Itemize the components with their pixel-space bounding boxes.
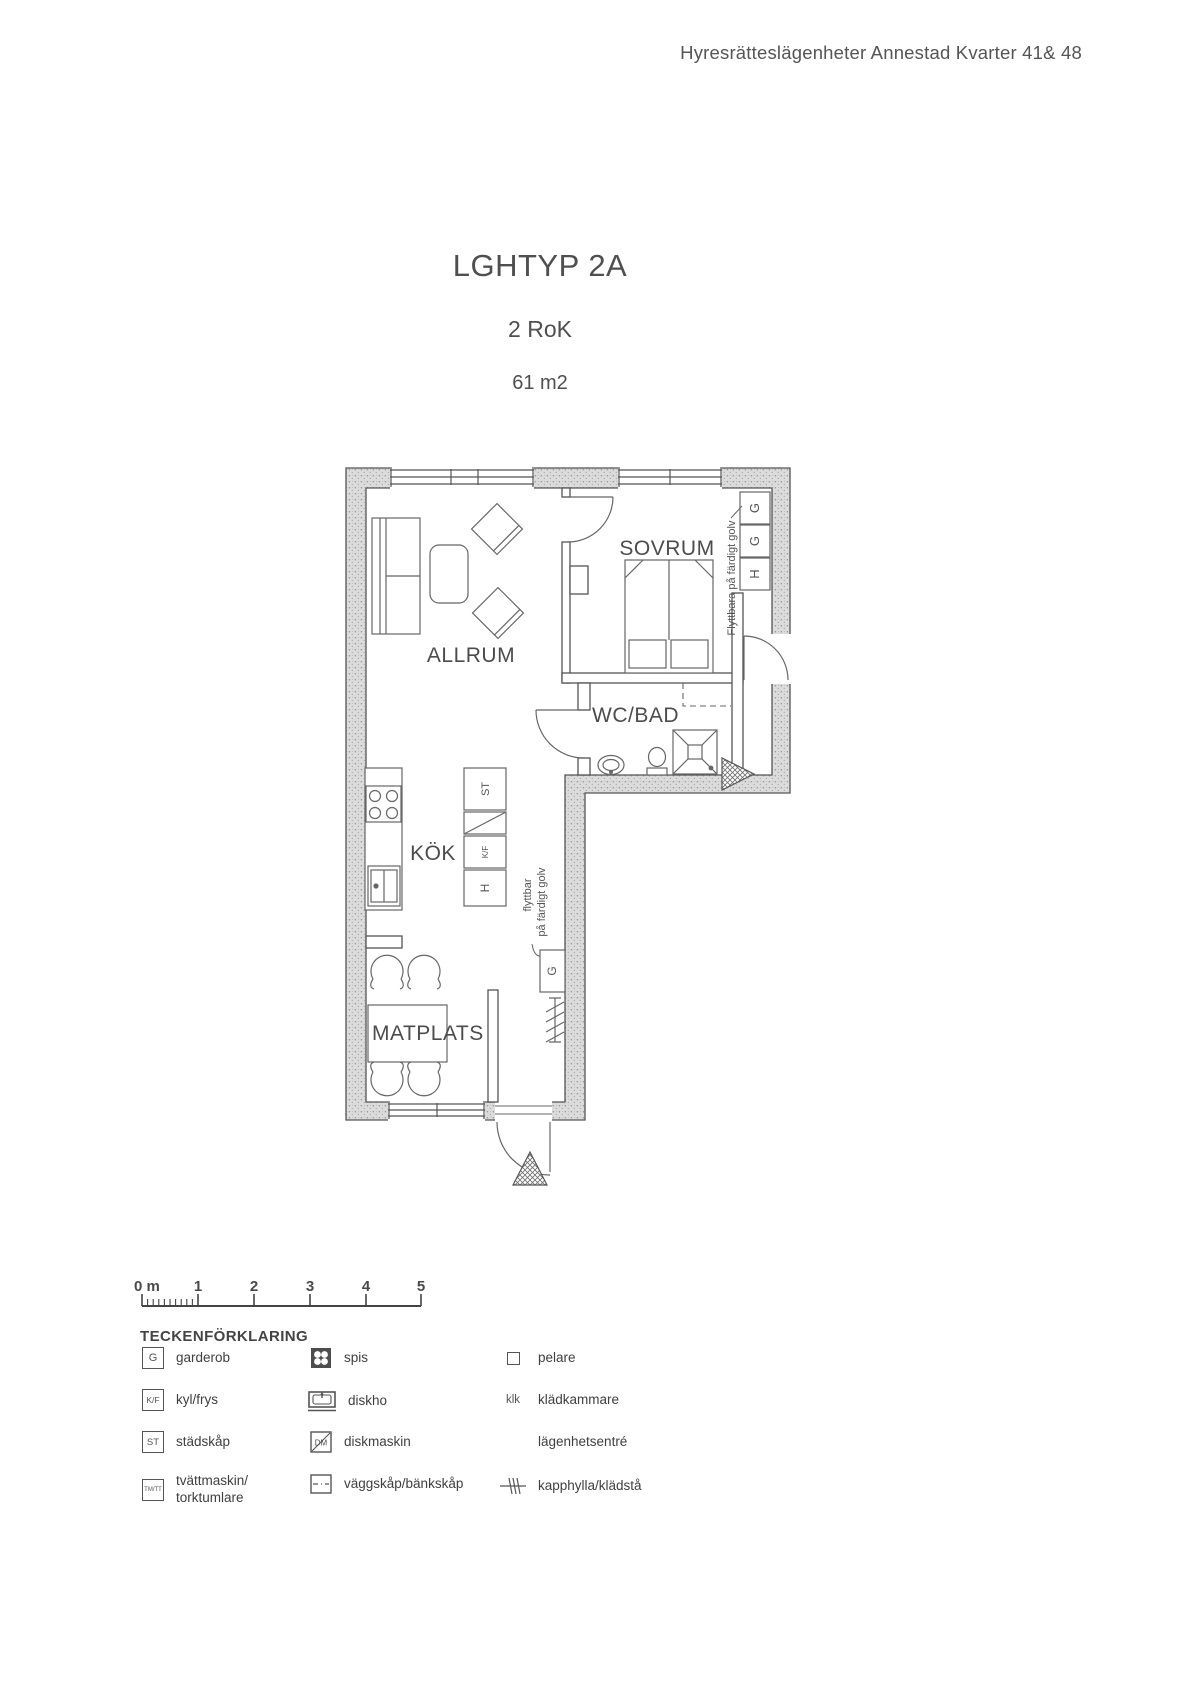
window-allrum: [390, 467, 534, 487]
legend-item-garderob: G garderob: [142, 1347, 230, 1369]
scale-bar: 0 m 1 2 3 4 5: [134, 1278, 425, 1307]
scale-tick-2: 2: [250, 1278, 258, 1295]
diskho-icon: [308, 1391, 336, 1412]
stadskap-icon: ST: [142, 1431, 164, 1453]
dining-table: [367, 1004, 448, 1063]
bathroom-sink: [597, 754, 625, 776]
wardrobe-g-label: G: [747, 503, 762, 513]
room-label-sovrum: SOVRUM: [619, 537, 714, 560]
legend-item-stadskap: ST städskåp: [142, 1431, 230, 1453]
diskmaskin-icon: DM: [310, 1431, 332, 1453]
svg-text:DM: DM: [315, 1439, 328, 1448]
entry-triangle-right-icon: [721, 757, 756, 791]
legend-title: TECKENFÖRKLARING: [140, 1328, 309, 1345]
wardrobe-g-label: G: [747, 536, 762, 546]
window-sovrum: [618, 467, 722, 487]
wardrobe-h-label: H: [747, 569, 762, 578]
room-count-subtitle: 2 RoK: [508, 316, 572, 342]
scale-tick-5: 5: [417, 1278, 425, 1295]
hall-wardrobe-g-label: G: [545, 966, 559, 975]
legend-item-tvattmaskin: TM/TT tvättmaskin/ torktumlare: [142, 1473, 248, 1507]
kitchen-counter: [364, 767, 403, 911]
legend-item-lagenhetsentre: lägenhetsentré: [538, 1434, 628, 1449]
kitchen-tall-cabinets: ST K/F H: [463, 767, 507, 907]
bedroom-wardrobes: G G H: [739, 491, 771, 591]
armchair-2: [471, 586, 525, 640]
kylfrys-icon: K/F: [142, 1389, 164, 1411]
klk-dashed-line: [682, 683, 731, 707]
armchair-1: [470, 502, 524, 556]
legend-item-diskmaskin: DM diskmaskin: [310, 1431, 411, 1453]
scale-zero-label: 0 m: [134, 1278, 160, 1295]
st-cabinet-label: ST: [480, 782, 492, 796]
kapphylla-symbol: [545, 997, 565, 1043]
interior-walls: [365, 487, 744, 1103]
kitchen-sink-diskho: [367, 865, 401, 907]
exterior-walls: [345, 467, 791, 1121]
shower: [672, 729, 718, 775]
room-label-matplats: MATPLATS: [372, 1022, 484, 1045]
coffee-table: [429, 544, 469, 604]
spis-icon: [311, 1348, 331, 1368]
document-header: Hyresrätteslägenheter Annestad Kvarter 4…: [680, 42, 1082, 63]
sofa: [371, 517, 421, 635]
area-subtitle: 61 m2: [512, 372, 568, 394]
bedroom-wardrobe-annotation: Flyttbara på färdigt golv: [726, 505, 743, 635]
room-label-kok: KÖK: [410, 842, 456, 865]
apartment-type-title: LGHTYP 2A: [452, 248, 628, 283]
legend-item-spis: spis: [310, 1347, 368, 1369]
garderob-icon: G: [142, 1347, 164, 1369]
legend-item-vaggskap: väggskåp/bänkskåp: [310, 1473, 463, 1495]
room-label-allrum: ALLRUM: [427, 644, 515, 667]
double-bed: [624, 559, 714, 674]
flyttbar-annotation-line1: flyttbar: [522, 878, 534, 911]
legend-item-pelare: pelare: [500, 1350, 576, 1367]
scale-tick-4: 4: [362, 1278, 371, 1295]
h-cabinet-label: H: [478, 884, 492, 893]
hall-wardrobe: G flyttbar på färdigt golv: [522, 867, 566, 993]
legend-item-kapphylla: kapphylla/klädstå: [500, 1476, 642, 1496]
annotation-leader-line: [531, 943, 541, 957]
toilet: [646, 746, 668, 776]
kapphylla-icon: [500, 1477, 526, 1495]
flyttbar-annotation-line2: på färdigt golv: [536, 867, 548, 937]
klk-icon: klk: [505, 1394, 521, 1407]
dining-chairs: [370, 954, 441, 1097]
tvattmaskin-icon: TM/TT: [142, 1478, 164, 1501]
room-label-wcbad: WC/BAD: [592, 704, 679, 727]
legend-item-diskho: diskho: [308, 1389, 387, 1413]
window-matplats: [388, 1101, 485, 1119]
pelare-icon: [500, 1351, 526, 1365]
legend-item-kladkammare: klk klädkammare: [500, 1392, 619, 1409]
door-sovrum: [567, 496, 614, 543]
vaggskap-icon: [310, 1474, 332, 1494]
scale-tick-1: 1: [194, 1278, 202, 1295]
stove-spis: [365, 785, 402, 823]
entry-triangle-icon: [512, 1150, 548, 1186]
scale-tick-3: 3: [306, 1278, 314, 1295]
kf-cabinet-label: K/F: [481, 846, 490, 859]
door-hall-right: [743, 635, 789, 681]
legend-item-kylfrys: K/F kyl/frys: [142, 1389, 218, 1411]
flyttbara-annotation: Flyttbara på färdigt golv: [726, 520, 738, 635]
door-wcbad: [535, 709, 585, 759]
annotation-leader-line: [730, 505, 743, 519]
